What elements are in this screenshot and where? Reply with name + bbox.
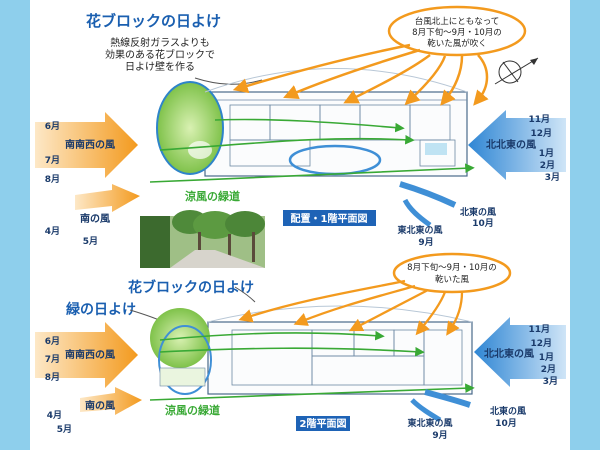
floor2-rooms <box>231 329 463 386</box>
floor1-building <box>204 91 468 177</box>
floor2-nne-month1: 11月 <box>528 324 550 335</box>
floor1-green-path: 涼風の緑道 <box>185 189 240 203</box>
floor1-nne-month1: 11月 <box>528 114 550 125</box>
floor2-ene-label: 東北東の風 <box>407 417 452 429</box>
floor2-nne-label: 北北東の風 <box>484 347 534 360</box>
floor1-ssw-month1: 6月 <box>45 121 60 132</box>
floor1-south-month2: 5月 <box>83 236 98 247</box>
floor1-south-label: 南の風 <box>80 212 110 225</box>
floor1-courtyard <box>188 141 212 159</box>
floor1-ene-arrow <box>402 198 432 228</box>
floor2-ne-arrow <box>424 389 471 408</box>
floor1-plan-badge <box>283 210 376 226</box>
floor1-ne-arrow <box>399 181 457 208</box>
floor1-ssw-arrow <box>35 112 138 178</box>
floor2-ne-month: 10月 <box>495 418 517 429</box>
floor1-autumn-callout <box>387 5 527 57</box>
floor2-autumn-callout <box>392 252 512 294</box>
floor1-autumn-arrows <box>232 43 489 106</box>
floor1-autumn-line1: 台風北上にともなって <box>415 16 500 27</box>
floor1-ne-label: 北東の風 <box>460 206 496 218</box>
floor2-nne-month2: 12月 <box>530 338 552 349</box>
floor1-ene-month: 9月 <box>418 237 433 248</box>
floor1-nne-month2: 12月 <box>530 128 552 139</box>
floor2-ene-month: 9月 <box>432 430 447 441</box>
floor1-nne-month4: 2月 <box>540 160 555 171</box>
floor2-blue-zone <box>158 325 212 395</box>
floor1-ne-month: 10月 <box>472 218 494 229</box>
floor2-ssw-month2: 7月 <box>45 354 60 365</box>
floor2-ssw-label: 南南西の風 <box>65 348 115 361</box>
floor2-ene-arrow <box>410 398 442 423</box>
tree-path-photo <box>140 210 265 268</box>
floor2-plan-badge <box>296 416 350 431</box>
floor2-south-month1: 4月 <box>47 410 62 421</box>
floor1-ssw-month2: 7月 <box>45 155 60 166</box>
floor2-autumn-line1: 8月下旬〜9月・10月の <box>407 262 497 273</box>
floor1-ssw-month3: 8月 <box>45 174 60 185</box>
floor2-nne-month4: 2月 <box>541 364 556 375</box>
floor1-nne-month3: 1月 <box>539 148 554 159</box>
floor2-green-flows <box>149 330 475 401</box>
floor2-group: 花ブロックの日よけ 緑の日よけ 8月下旬〜9月・10月の 乾いた風 <box>35 252 566 441</box>
floor2-ssw-month3: 8月 <box>45 372 60 383</box>
floor2-nne-month3: 1月 <box>539 352 554 363</box>
floor1-green-flows <box>149 118 475 183</box>
floor1-autumn-line2: 8月下旬〜9月・10月の <box>412 27 502 38</box>
floor1-note-line2: 効果のある花ブロックで <box>105 48 215 61</box>
floor2-ssw-arrow <box>35 322 138 388</box>
floor1-group: 花ブロックの日よけ 熱線反射ガラスよりも 効果のある花ブロックで 日よけ壁を作る… <box>35 5 566 268</box>
floor2-title-leader <box>234 286 256 303</box>
floor2-south-label: 南の風 <box>85 399 115 412</box>
floor1-south-month1: 4月 <box>45 226 60 237</box>
floor1-ssw-label: 南南西の風 <box>65 138 115 151</box>
floor2-south-month2: 5月 <box>57 424 72 435</box>
floor2-green-shade: 緑の日よけ <box>66 301 136 318</box>
floor1-autumn-line3: 乾いた風が吹く <box>427 38 487 49</box>
floor2-green-path: 涼風の緑道 <box>165 403 220 417</box>
floor2-title: 花ブロックの日よけ <box>128 279 254 296</box>
floor2-terrace <box>159 367 206 387</box>
floor2-ne-label: 北東の風 <box>490 405 526 417</box>
floor2-autumn-line2: 乾いた風 <box>435 274 470 285</box>
floor2-nne-arrow <box>474 317 566 387</box>
floor2-ssw-month1: 6月 <box>45 336 60 347</box>
floor1-note-line3: 日よけ壁を作る <box>125 60 195 73</box>
floor1-flower-block <box>156 81 224 175</box>
floor1-ene-label: 東北東の風 <box>397 224 442 236</box>
floor1-pool <box>425 143 447 155</box>
left-side-band <box>0 0 30 450</box>
floor1-title: 花ブロックの日よけ <box>86 12 221 30</box>
floor2-autumn-arrows <box>238 279 464 336</box>
right-side-band <box>570 0 600 450</box>
floor2-south-arrow <box>80 387 142 415</box>
floor2-plan-label: 2階平面図 <box>300 417 347 430</box>
floor2-building <box>207 321 473 395</box>
floor2-nne-month5: 3月 <box>543 376 558 387</box>
floor1-plan-label: 配置・1階平面図 <box>291 212 368 225</box>
floor1-nne-label: 北北東の風 <box>486 138 536 151</box>
floor1-nne-arrow <box>468 110 566 180</box>
compass-icon <box>494 57 539 85</box>
floor1-south-arrow <box>75 184 140 212</box>
floor1-rooms <box>205 99 467 167</box>
floor1-nne-month5: 3月 <box>545 172 560 183</box>
floor1-note-line1: 熱線反射ガラスよりも <box>110 36 210 49</box>
